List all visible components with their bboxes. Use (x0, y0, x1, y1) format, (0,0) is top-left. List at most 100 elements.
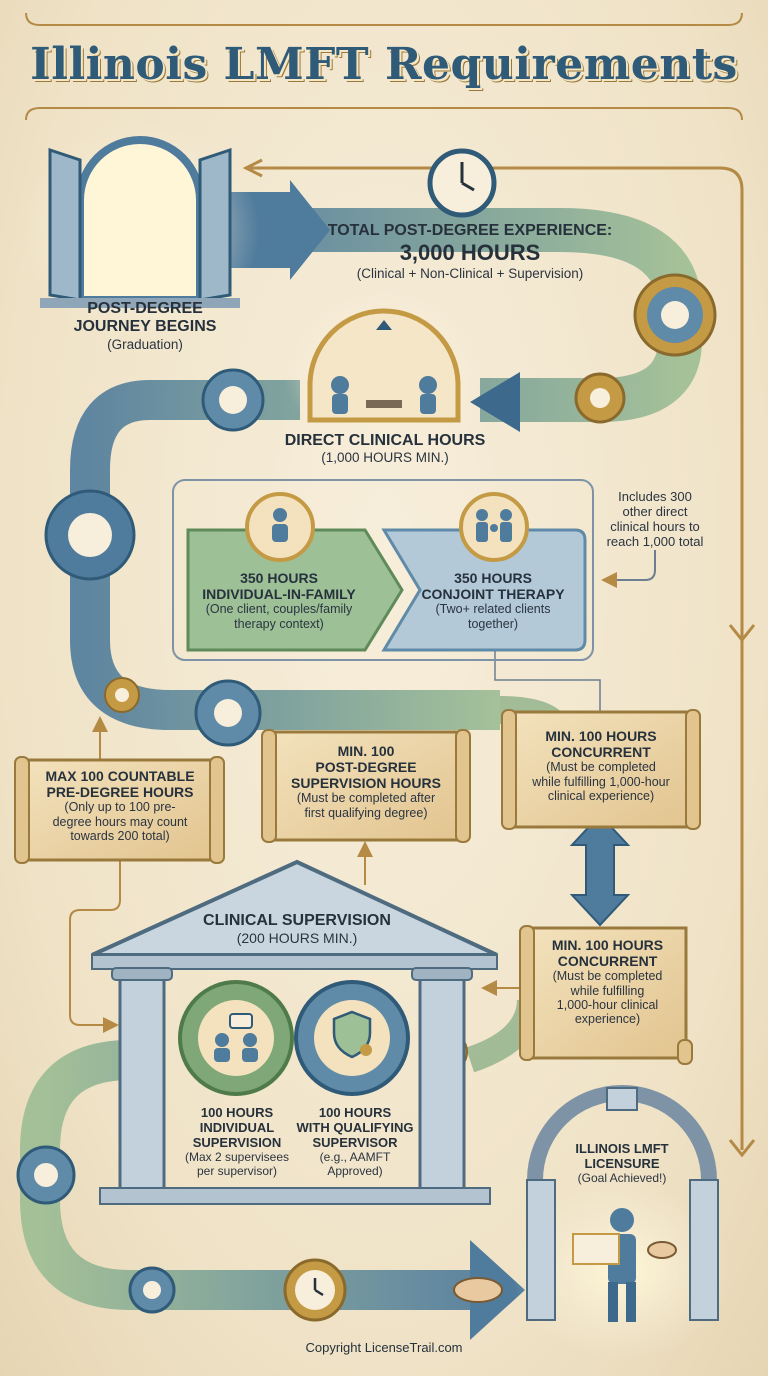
conc-bot-line-2: CONCURRENT (557, 953, 658, 970)
includes-line-4: reach 1,000 total (606, 533, 704, 549)
gear-1 (633, 273, 717, 357)
post-sub-1: (Must be completed after (296, 791, 436, 806)
indsup-sub-1: (Max 2 supervisees (184, 1149, 290, 1164)
gear-2 (574, 372, 626, 424)
post-line-1: MIN. 100 (337, 743, 395, 759)
scroll-concurrent-bottom (519, 925, 693, 1065)
maxpre-sub-2: degree hours may count (52, 814, 188, 829)
conjoint-line-1: 350 HOURS (454, 570, 532, 586)
iif-sub-1: (One client, couples/family (205, 602, 353, 617)
total-heading: TOTAL POST-DEGREE EXPERIENCE: (327, 222, 613, 239)
individual-in-family-panel-shape (186, 528, 404, 652)
iif-sub-2: therapy context) (234, 616, 324, 631)
individual-in-family-panel: 350 HOURS INDIVIDUAL-IN-FAMILY (One clie… (190, 570, 368, 631)
total-hours: 3,000 HOURS (399, 240, 541, 266)
post-sub-2: first qualifying degree) (304, 805, 428, 820)
conc-top-sub-1: (Must be completed (546, 760, 656, 775)
person-icon (272, 508, 288, 542)
conc-top-sub-3: clinical experience) (547, 788, 655, 803)
gear-4 (44, 489, 136, 581)
includes-line-3: clinical hours to (610, 518, 700, 534)
gear-5 (104, 677, 140, 713)
conjoint-sub-2: together) (467, 616, 519, 631)
feedback-arrow-left (242, 158, 263, 178)
qualsup-sub-2: Approved) (327, 1163, 383, 1178)
gear-6 (194, 679, 262, 747)
conc-bot-sub-2: while fulfilling (570, 983, 645, 998)
direct-clinical-label: DIRECT CLINICAL HOURS (1,000 HOURS MIN.) (270, 432, 500, 466)
scroll-concurrent-top (501, 709, 701, 830)
people-chat-icon (214, 1013, 258, 1062)
qualsup-line-1: 100 HOURS (318, 1105, 392, 1120)
supervision-gear-green (178, 980, 294, 1096)
connector-conjoint-down (494, 650, 601, 712)
conjoint-sub-1: (Two+ related clients (435, 602, 551, 617)
iif-line-2: INDIVIDUAL-IN-FAMILY (202, 586, 356, 603)
individual-supervision-label: 100 HOURS INDIVIDUAL SUPERVISION (Max 2 … (172, 1105, 302, 1178)
qualsup-line-2: WITH QUALIFYING (296, 1119, 414, 1135)
includes-note: Includes 300 other direct clinical hours… (595, 489, 715, 550)
post-degree-scroll: MIN. 100 POST-DEGREE SUPERVISION HOURS (… (276, 743, 456, 820)
supervision-label: CLINICAL SUPERVISION (200 HOURS MIN.) (184, 912, 410, 946)
indsup-line-1: 100 HOURS (200, 1105, 274, 1120)
clock-bottom (283, 1258, 347, 1322)
indsup-sub-2: per supervisor) (196, 1163, 278, 1178)
conc-top-line-2: CONCURRENT (551, 744, 651, 761)
handshake-icon (453, 1277, 503, 1303)
feedback-arrow-down (728, 624, 756, 643)
licensure-line-2: LICENSURE (584, 1155, 660, 1171)
start-label: POST-DEGREE JOURNEY BEGINS (Graduation) (60, 300, 230, 352)
licensure-label: ILLINOIS LMFT LICENSURE (Goal Achieved!) (560, 1141, 684, 1186)
indsup-line-3: SUPERVISION (192, 1134, 282, 1150)
gear-9 (16, 1145, 76, 1205)
iif-line-1: 350 HOURS (240, 570, 318, 586)
licensure-sub: (Goal Achieved!) (577, 1170, 667, 1185)
title-ornament (25, 12, 743, 121)
start-heading-1: POST-DEGREE (87, 300, 203, 317)
temple-illustration (91, 859, 498, 1205)
post-line-3: SUPERVISION HOURS (291, 775, 441, 792)
indsup-line-2: INDIVIDUAL (199, 1119, 275, 1135)
double-arrow (569, 813, 631, 927)
start-sub: (Graduation) (107, 336, 183, 352)
gear-10 (128, 1266, 176, 1314)
start-heading-2: JOURNEY BEGINS (73, 318, 217, 336)
supervision-sub: (200 HOURS MIN.) (236, 930, 358, 947)
direct-heading: DIRECT CLINICAL HOURS (284, 432, 486, 449)
max-pre-degree-scroll: MAX 100 COUNTABLE PRE-DEGREE HOURS (Only… (30, 768, 210, 843)
conc-top-sub-2: while fulfilling 1,000-hour (532, 774, 670, 789)
conjoint-panel-shape (381, 528, 587, 652)
feedback-arrow-licensure (728, 1139, 756, 1158)
maxpre-line-2: PRE-DEGREE HOURS (46, 784, 194, 801)
door-illustration (20, 120, 260, 340)
includes-line-1: Includes 300 (618, 489, 692, 504)
path-mid-arrow (470, 372, 520, 432)
conc-top-line-1: MIN. 100 HOURS (545, 728, 657, 744)
shield-certificate-icon (332, 1010, 372, 1059)
family-icon (476, 509, 512, 542)
maxpre-sub-1: (Only up to 100 pre- (64, 800, 176, 815)
licensure-line-1: ILLINOIS LMFT (575, 1141, 669, 1156)
conjoint-line-2: CONJOINT THERAPY (421, 586, 565, 603)
total-sub: (Clinical + Non-Clinical + Supervision) (356, 265, 584, 281)
conjoint-panel: 350 HOURS CONJOINT THERAPY (Two+ related… (408, 570, 578, 631)
therapy-session-illustration (284, 290, 484, 450)
qualsup-line-3: SUPERVISOR (312, 1134, 398, 1150)
licensure-arch-illustration (512, 1085, 732, 1360)
connector-maxpre-down (69, 860, 121, 1033)
scroll-post-degree (261, 729, 471, 843)
total-experience-label: TOTAL POST-DEGREE EXPERIENCE: 3,000 HOUR… (300, 222, 640, 281)
qualifying-supervisor-label: 100 HOURS WITH QUALIFYING SUPERVISOR (e.… (290, 1105, 420, 1178)
maxpre-sub-3: towards 200 total) (70, 828, 170, 843)
post-line-2: POST-DEGREE (315, 759, 417, 776)
scroll-max-pre-degree (14, 756, 225, 864)
direct-sub: (1,000 HOURS MIN.) (321, 450, 449, 466)
conc-bot-sub-3: 1,000-hour clinical (556, 997, 659, 1012)
clinical-detail-frame (172, 479, 594, 661)
conc-bot-sub-1: (Must be completed (552, 969, 663, 984)
feedback-line (250, 166, 744, 1150)
concurrent-bottom-scroll: MIN. 100 HOURS CONCURRENT (Must be compl… (530, 937, 685, 1027)
conc-bot-sub-4: experience) (574, 1012, 641, 1027)
includes-line-2: other direct (622, 503, 688, 519)
